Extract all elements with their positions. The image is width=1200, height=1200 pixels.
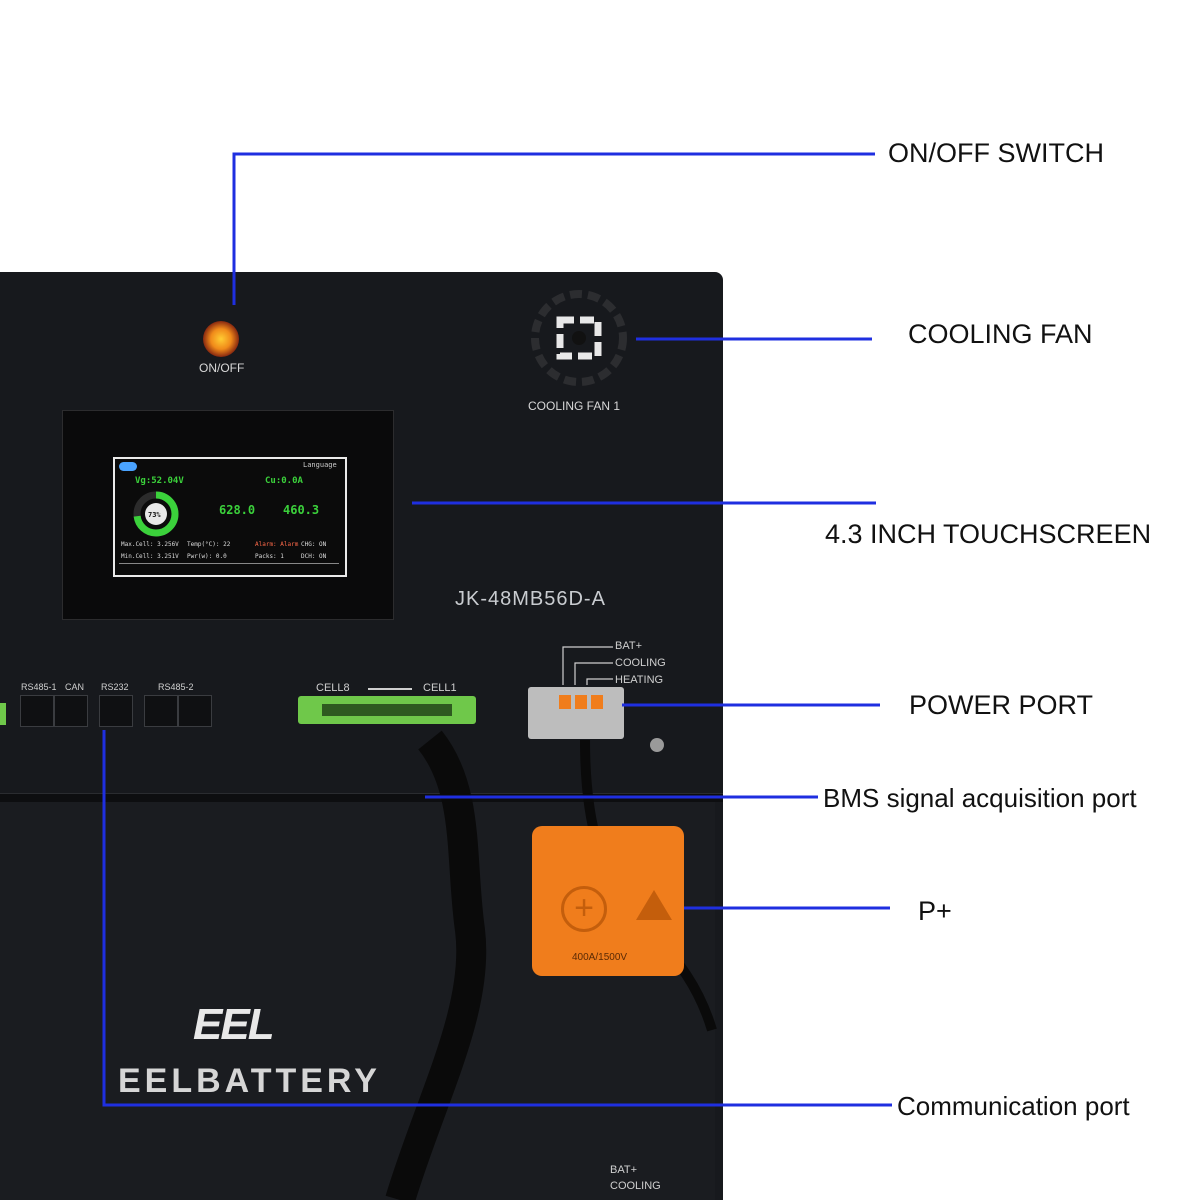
port-label-rs485-1: RS485-1: [21, 682, 57, 692]
brand-name: EELBATTERY: [118, 1062, 381, 1100]
screen-row1-mid: Temp(°C): 22: [187, 541, 231, 548]
rs485-2-port-b[interactable]: [178, 695, 212, 727]
screen-tab-bar[interactable]: [119, 563, 339, 572]
warning-icon: [636, 890, 672, 920]
power-label-bat: BAT+: [615, 640, 643, 652]
can-port[interactable]: [54, 695, 88, 727]
callout-bms-port: BMS signal acquisition port: [823, 783, 1137, 813]
screen-row1-left: Max.Cell: 3.256V: [121, 541, 179, 548]
soc-ring: [133, 491, 179, 537]
callout-on-off-switch: ON/OFF SWITCH: [888, 138, 1104, 168]
port-label-rs232: RS232: [101, 682, 129, 692]
screen-soc: 73%: [148, 511, 161, 519]
fan-icon: [531, 290, 627, 386]
screen-capacity-right: 460.3: [283, 503, 320, 517]
callout-communication-port: Communication port: [897, 1091, 1130, 1121]
callout-cooling-fan: COOLING FAN: [908, 319, 1093, 349]
cabinet-seam: [0, 793, 723, 802]
left-green-connector: [0, 703, 6, 725]
screen-row1-alarm: Alarm: Alarm: [255, 541, 299, 548]
on-off-label: ON/OFF: [199, 361, 245, 375]
port-label-rs485-2: RS485-2: [158, 682, 194, 692]
screen-current: Cu:0.0A: [265, 476, 303, 486]
touchscreen[interactable]: Language Vg:52.04V Cu:0.0A 73% 628.0 460…: [113, 457, 347, 577]
power-label-heating: HEATING: [615, 674, 664, 686]
screen-voltage: Vg:52.04V: [135, 476, 184, 486]
power-port-lever-1[interactable]: [559, 695, 571, 709]
power-label-cooling: COOLING: [615, 657, 666, 669]
callout-power-port: POWER PORT: [909, 690, 1094, 720]
callout-p-plus: P+: [918, 896, 952, 926]
screen-language[interactable]: Language: [303, 461, 337, 469]
power-port-leader-bracket: [562, 646, 613, 685]
leader-on-off: [232, 152, 875, 305]
fan-label: COOLING FAN 1: [528, 399, 621, 413]
screen-row1-chg: CHG: ON: [301, 541, 327, 548]
cloud-icon: [119, 462, 137, 471]
screen-row2-left: Min.Cell: 3.251V: [121, 553, 179, 560]
screen-row2-packs: Packs: 1: [255, 553, 284, 560]
screen-row2-mid: Pwr(w): 0.0: [187, 553, 227, 560]
bottom-label-bat: BAT+: [610, 1164, 638, 1176]
callout-touchscreen: 4.3 INCH TOUCHSCREEN: [825, 519, 1152, 549]
terminal-rating: 400A/1500V: [572, 952, 628, 963]
power-port-lever-3[interactable]: [591, 695, 603, 709]
cell-right-label: CELL1: [423, 682, 457, 694]
screen-capacity-left: 628.0: [219, 503, 256, 517]
bottom-label-cooling: COOLING: [610, 1180, 661, 1192]
leader-communication: [102, 730, 892, 1107]
port-label-can: CAN: [65, 682, 85, 692]
rs485-2-port-a[interactable]: [144, 695, 178, 727]
bms-connector-slot: [322, 704, 452, 716]
model-label: JK-48MB56D-A: [455, 588, 606, 610]
arrow-left-icon: [368, 688, 412, 690]
power-port-lever-2[interactable]: [575, 695, 587, 709]
screen-row2-dch: DCH: ON: [301, 553, 327, 560]
brand-logo: EEL: [193, 1000, 275, 1049]
rs232-port[interactable]: [99, 695, 133, 727]
plus-icon: +: [561, 886, 607, 932]
power-button-icon[interactable]: [203, 321, 239, 357]
rs485-1-port[interactable]: [20, 695, 54, 727]
cell-left-label: CELL8: [316, 682, 350, 694]
ground-icon: [650, 738, 664, 752]
